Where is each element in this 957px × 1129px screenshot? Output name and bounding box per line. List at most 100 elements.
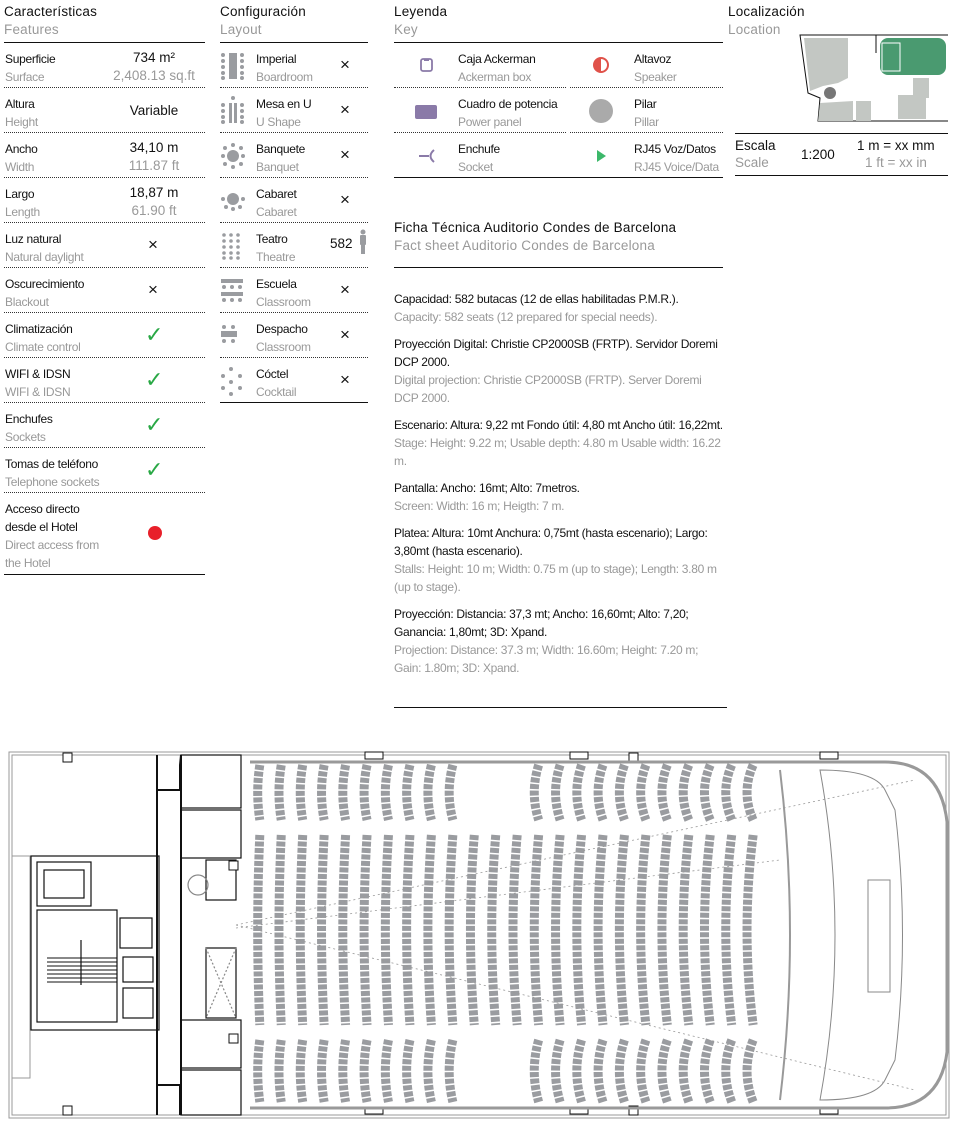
pillar-icon: [589, 99, 613, 123]
layout-label: Escuela: [256, 277, 297, 291]
features-title: Características: [4, 4, 98, 19]
seat-row: [274, 834, 286, 1026]
fact-paragraph: Escenario: Altura: 9,22 mt Fondo útil: 4…: [394, 416, 723, 470]
fact-text-es: Escenario: Altura: 9,22 mt Fondo útil: 4…: [394, 418, 723, 432]
feature-label-en: Direct access from: [5, 538, 99, 552]
fact-paragraph: Capacidad: 582 butacas (12 de ellas habi…: [394, 290, 723, 326]
seat-row: [359, 1039, 372, 1103]
fact-text-en: Projection: Distance: 37.3 m; Width: 16.…: [394, 643, 699, 675]
feature-value-metric: 18,87 m: [129, 185, 179, 200]
cross-icon: ×: [148, 280, 158, 299]
seat-row: [614, 1038, 629, 1104]
seat-row: [551, 763, 565, 822]
key-label-en: Speaker: [634, 70, 677, 84]
key-label-en: Socket: [458, 160, 493, 174]
key-subtitle: Key: [394, 22, 418, 37]
feature-value-metric: 734 m²: [132, 50, 176, 65]
seat-row: [636, 834, 651, 1026]
check-icon: ✓: [145, 322, 164, 347]
seat-row: [636, 1038, 651, 1104]
fact-text-en: Stalls: Height: 10 m; Width: 0.75 m (up …: [394, 562, 717, 594]
rj45-icon: [597, 150, 606, 162]
feature-label: Oscurecimiento: [5, 277, 85, 291]
seat-row: [572, 1038, 586, 1104]
layout-label: Teatro: [256, 232, 288, 246]
feature-value-metric: 34,10 m: [129, 140, 179, 155]
scale-imperial: 1 ft = xx in: [865, 155, 927, 170]
key-label: Cuadro de potencia: [458, 97, 558, 111]
layout-label-en: Theatre: [256, 250, 296, 264]
person-icon: [360, 229, 366, 254]
layout-label-en: U Shape: [256, 115, 301, 129]
fact-text-en: Digital projection: Christie CP2000SB (F…: [394, 373, 702, 405]
feature-label: Superficie: [5, 52, 56, 66]
cross-icon: ×: [340, 100, 350, 119]
classroom-icon: [221, 279, 243, 302]
fact-paragraph: Platea: Altura: 10mt Anchura: 0,75mt (ha…: [394, 524, 723, 596]
seat-row: [657, 763, 672, 822]
fact-paragraph: Proyección: Distancia: 37,3 mt; Ancho: 1…: [394, 605, 723, 677]
fact-sheet: Ficha Técnica Auditorio Condes de Barcel…: [394, 219, 727, 708]
layout-label: Despacho: [256, 322, 308, 336]
pillar: [228, 1033, 239, 1044]
feature-label: Altura: [5, 97, 35, 111]
seat-row: [253, 764, 265, 821]
feature-value-imperial: 2,408.13 sq.ft: [113, 68, 195, 83]
seat-row: [444, 834, 458, 1026]
window: [819, 751, 839, 760]
seat-row: [721, 1038, 736, 1104]
seat-row: [402, 834, 415, 1026]
seat-row: [529, 1038, 544, 1104]
fact-text-es: Platea: Altura: 10mt Anchura: 0,75mt (ha…: [394, 526, 708, 558]
feature-value-metric: Variable: [129, 103, 179, 118]
fact-text-es: Pantalla: Ancho: 16mt; Alto: 7metros.: [394, 481, 580, 495]
check-icon: ✓: [145, 412, 164, 437]
seat-row: [529, 763, 543, 822]
key-label: Altavoz: [634, 52, 672, 66]
pillar: [228, 860, 239, 871]
status-dot: [148, 526, 162, 540]
seat-row: [551, 834, 565, 1026]
seat-row: [572, 763, 586, 822]
fact-title: Ficha Técnica Auditorio Condes de Barcel…: [394, 220, 677, 235]
cross-icon: ×: [340, 370, 350, 389]
feature-value: Variable: [104, 102, 204, 120]
location-subtitle: Location: [728, 22, 781, 37]
features-subtitle: Features: [4, 22, 59, 37]
seat-row: [657, 1038, 672, 1104]
key-label-en: RJ45 Voice/Data: [634, 160, 719, 174]
fact-text-en: Screen: Width: 16 m; Heigth: 7 m.: [394, 499, 565, 513]
cross-icon: ×: [148, 235, 158, 254]
layout-label-en: Cocktail: [256, 385, 297, 399]
seat-row: [636, 763, 651, 822]
fact-text-es: Proyección Digital: Christie CP2000SB (F…: [394, 337, 718, 369]
feature-label-en: Height: [5, 115, 38, 129]
key-label-en: Pillar: [634, 115, 659, 129]
boardroom-icon: [221, 53, 244, 80]
scale-metric: 1 m = xx mm: [857, 138, 935, 153]
cocktail-icon: [221, 367, 242, 396]
scale-ratio: 1:200: [801, 147, 835, 162]
seat-row: [700, 1038, 715, 1104]
key-label: Caja Ackerman: [458, 52, 536, 66]
layout-label-en: Classroom: [256, 295, 311, 309]
seat-row: [380, 1039, 393, 1103]
layout-label-en: Classroom: [256, 340, 311, 354]
feature-label: Tomas de teléfono: [5, 457, 98, 471]
seat-row: [338, 834, 351, 1026]
check-icon: ✓: [145, 367, 164, 392]
seat-row: [317, 764, 329, 821]
feature-value-imperial: 111.87 ft: [128, 158, 180, 173]
seat-row: [423, 763, 436, 822]
location-title: Localización: [728, 4, 805, 19]
